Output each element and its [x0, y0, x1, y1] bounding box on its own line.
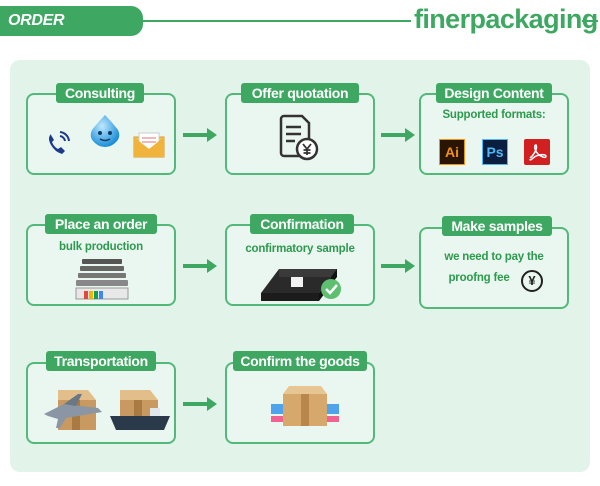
step-consulting	[26, 93, 176, 175]
supported-formats-text: Supported formats:	[442, 109, 546, 121]
step-design-content: Supported formats: Ai Ps	[419, 93, 569, 175]
arrow-right-icon	[381, 128, 415, 142]
bulk-production-text: bulk production	[59, 241, 143, 253]
order-process-title: ORDER PROCESS	[0, 6, 143, 59]
received-package-icon	[271, 386, 339, 426]
mail-icon	[133, 132, 165, 158]
step-offer-quotation-label: Offer quotation	[241, 83, 359, 103]
brand-divider	[582, 20, 598, 22]
header-divider	[143, 20, 411, 22]
illustrator-icon: Ai	[439, 139, 465, 165]
step-design-content-label: Design Content	[436, 83, 552, 103]
step-make-samples: we need to pay the proofng fee ¥	[419, 227, 569, 309]
chat-bubble-icon	[90, 115, 120, 147]
step-offer-quotation	[225, 93, 375, 175]
pay-proofing-text-line2: proofng fee	[448, 272, 510, 284]
step-confirm-goods-label: Confirm the goods	[233, 351, 367, 371]
arrow-right-icon	[183, 259, 217, 273]
arrow-right-icon	[183, 397, 217, 411]
step-consulting-label: Consulting	[56, 83, 144, 103]
pdf-icon	[524, 139, 550, 165]
pay-proofing-text-line1: we need to pay the	[444, 251, 544, 263]
step-transportation	[26, 362, 176, 444]
confirmatory-sample-text: confirmatory sample	[245, 243, 355, 255]
quotation-document-icon	[279, 114, 319, 161]
step-confirm-goods	[225, 362, 375, 444]
step-confirmation: confirmatory sample	[225, 224, 375, 306]
brand-logo: finerpackaging	[414, 4, 598, 34]
sea-freight-icon	[110, 390, 170, 430]
sample-box-icon	[261, 269, 341, 301]
step-place-order: bulk production	[26, 224, 176, 306]
photoshop-icon: Ps	[482, 139, 508, 165]
step-confirmation-label: Confirmation	[250, 214, 354, 234]
yuan-coin-icon: ¥	[521, 270, 543, 292]
phone-icon	[49, 131, 70, 154]
arrow-right-icon	[381, 259, 415, 273]
step-transportation-label: Transportation	[46, 351, 156, 371]
production-line-icon	[75, 259, 129, 300]
step-place-order-label: Place an order	[45, 214, 157, 234]
step-make-samples-label: Make samples	[442, 216, 552, 236]
yuan-symbol: ¥	[528, 273, 536, 288]
arrow-right-icon	[183, 128, 217, 142]
air-freight-icon	[44, 390, 102, 430]
